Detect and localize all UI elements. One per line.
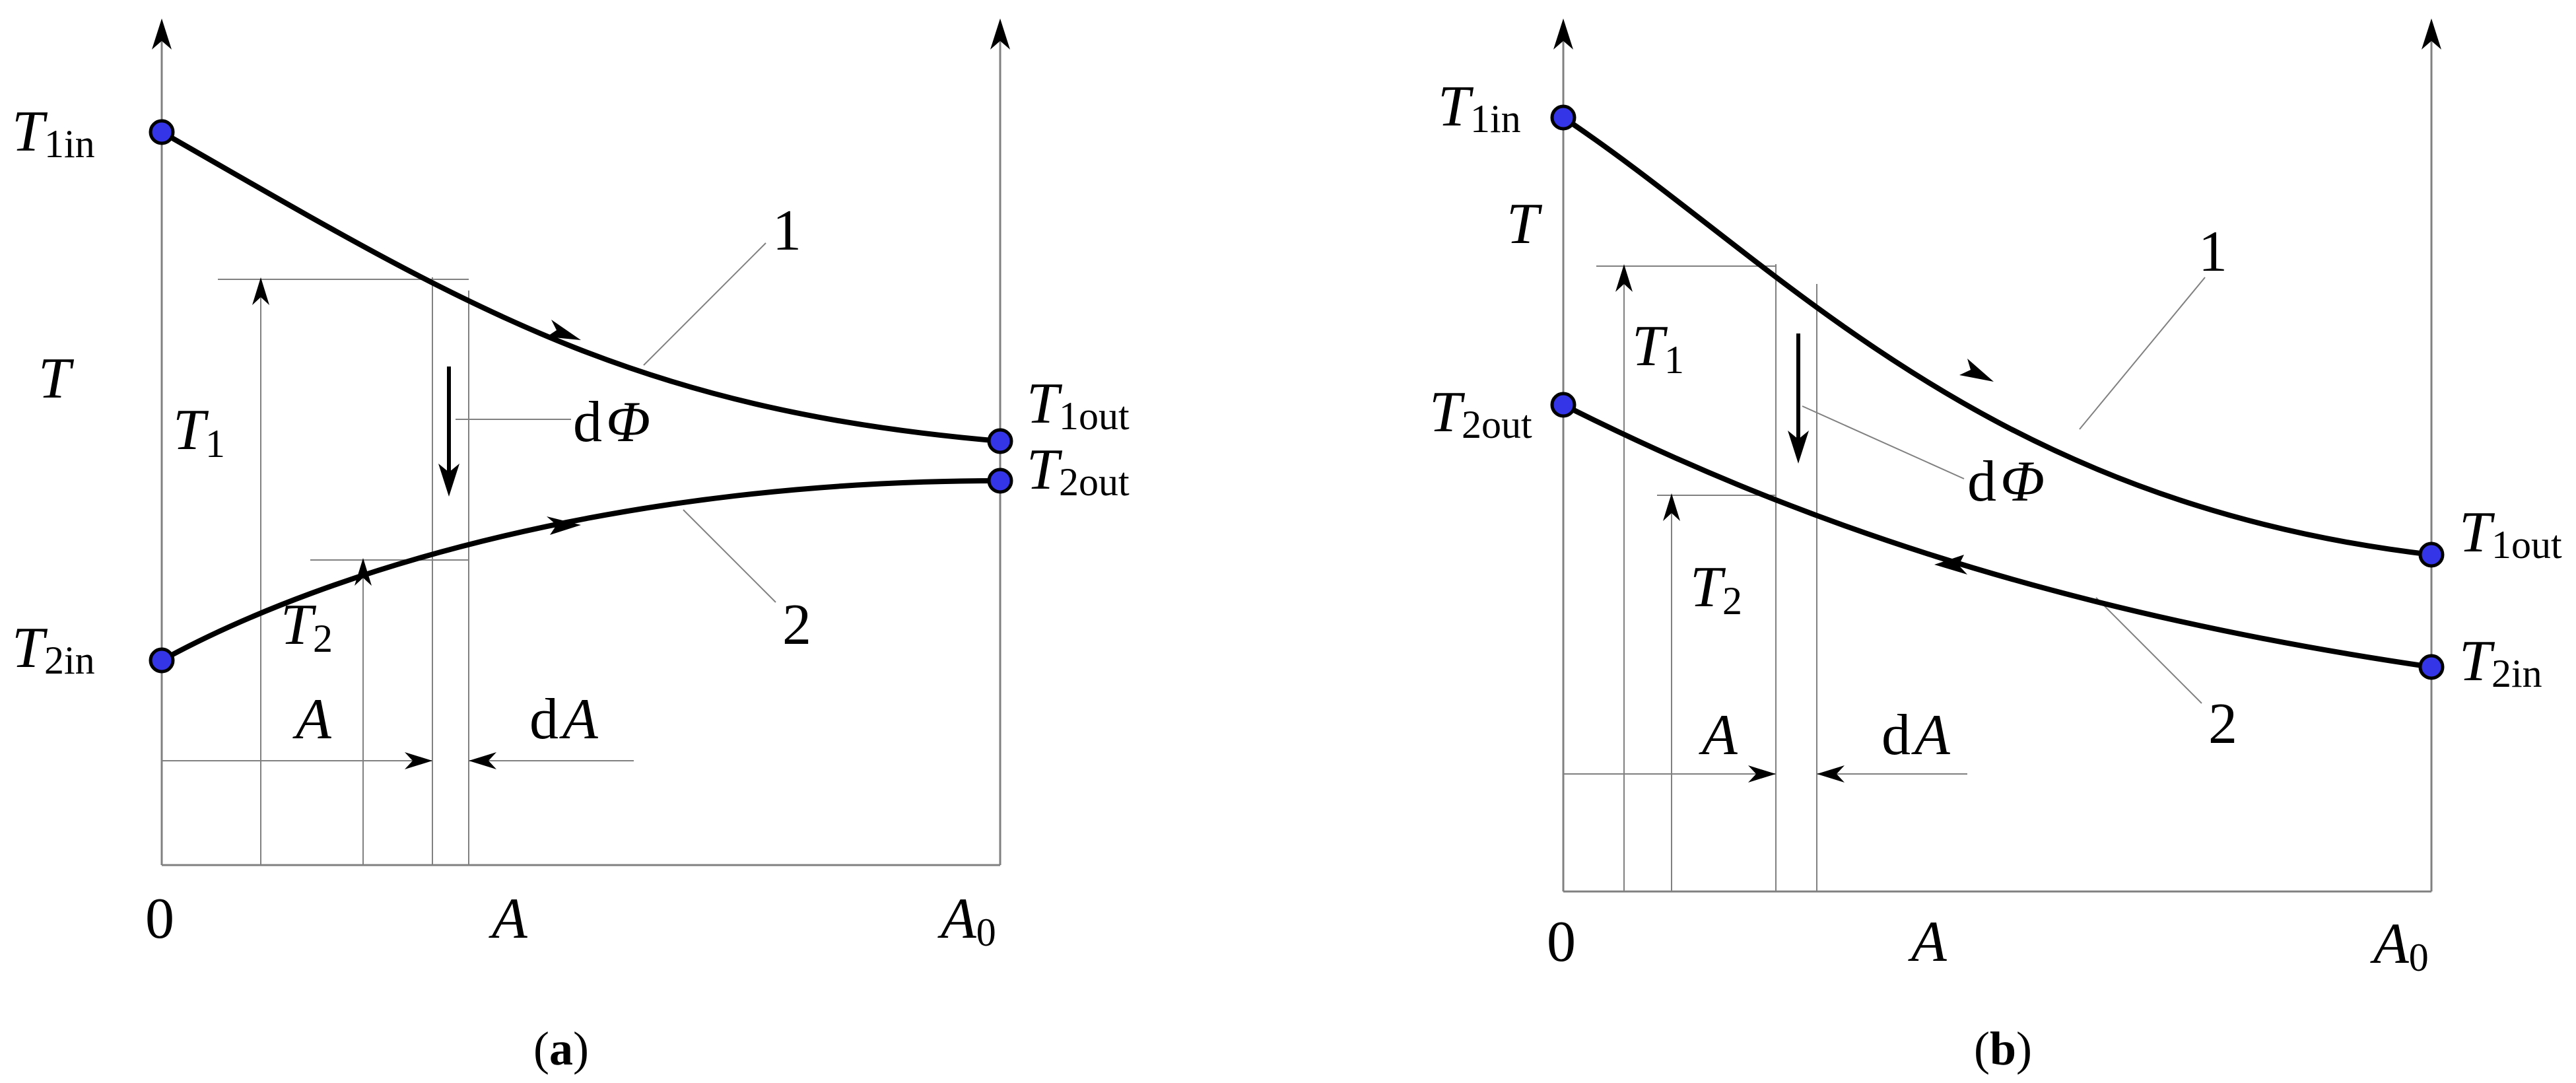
panel-b-y-axis-arrow <box>1553 18 1573 50</box>
panel-b-curve1-leader <box>2079 277 2206 430</box>
panel-a: T1in T2in T T1 T2 A dA dΦ 1 2 T1out T2ou… <box>12 18 1130 1075</box>
panel-b-t1-arrow <box>1615 264 1633 292</box>
panel-a-curve2-label: 2 <box>782 593 811 657</box>
panel-a-x-end-label: A0 <box>937 887 996 954</box>
panel-a-t2in-label: T2in <box>12 616 95 682</box>
panel-b-t1in-label: T1in <box>1438 75 1521 141</box>
panel-b: T1in T T2out T1 T2 A dA dΦ 1 2 T1out T2i… <box>1429 18 2562 1075</box>
panel-b-curve2-leader <box>2095 597 2202 704</box>
panel-a-t2out-label: T2out <box>1027 438 1130 504</box>
panel-a-point-t1in <box>149 119 175 145</box>
panel-b-t2in-label: T2in <box>2459 629 2542 695</box>
panel-b-da-label: dA <box>1881 703 1951 767</box>
panel-a-right-axis-arrow <box>990 18 1010 50</box>
panel-b-caption: (b) <box>1974 1022 2032 1075</box>
panel-b-x-axis-label: A <box>1908 910 1948 974</box>
panel-b-curve-2 <box>1562 402 2432 670</box>
panel-a-t2-label: T2 <box>281 593 333 660</box>
panel-a-curve1-leader <box>643 242 766 366</box>
panel-a-point-t1out <box>987 428 1013 454</box>
panel-a-heat-flux-arrowhead <box>438 464 459 497</box>
panel-b-x-end-label: A0 <box>2370 912 2429 979</box>
panel-b-point-t2in <box>2418 654 2445 680</box>
panel-a-t1-label: T1 <box>173 398 225 466</box>
panel-a-y-axis-label: T <box>38 347 75 411</box>
panel-b-heat-flux-arrowhead <box>1788 431 1809 464</box>
panel-a-caption: (a) <box>533 1022 589 1075</box>
panel-b-t2-label: T2 <box>1690 555 1742 623</box>
panel-a-y-axis-arrow <box>152 18 172 50</box>
panel-a-span-a-label: A <box>292 687 332 751</box>
panel-a-origin-label: 0 <box>145 887 174 951</box>
panel-b-dphi-label: dΦ <box>1967 450 2045 514</box>
panel-a-x-axis-label: A <box>489 887 528 951</box>
panel-b-da-arrow <box>1817 765 1845 783</box>
panel-b-dphi-leader <box>1802 405 1965 479</box>
panel-b-point-t1in <box>1550 104 1576 131</box>
panel-a-curve-1 <box>160 129 1001 444</box>
panel-b-t2out-label: T2out <box>1429 380 1532 446</box>
panel-a-dphi-label: dΦ <box>573 390 650 454</box>
panel-a-point-t2out <box>987 468 1013 494</box>
panel-b-curve-2-arrow <box>1934 555 1967 575</box>
panel-b-y-axis-label: T <box>1507 192 1543 256</box>
panel-a-point-t2in <box>149 647 175 674</box>
panel-b-origin-label: 0 <box>1547 910 1576 974</box>
panel-b-curve-1 <box>1561 115 2432 557</box>
panel-b-right-axis-arrow <box>2422 18 2441 50</box>
panel-b-point-t1out <box>2418 542 2445 568</box>
panel-b-curve1-label: 1 <box>2198 220 2227 284</box>
panel-b-t1-label: T1 <box>1632 314 1684 382</box>
panel-a-curve1-label: 1 <box>772 199 801 263</box>
panel-b-area-arrow <box>1748 765 1776 783</box>
panel-a-area-arrow <box>405 752 432 769</box>
panel-b-curve-1-arrow <box>1959 359 1994 382</box>
panel-a-t1-arrow <box>252 277 269 305</box>
panel-a-curve-1-arrow <box>547 320 581 340</box>
panel-b-t2-arrow <box>1663 493 1680 521</box>
panel-a-t1in-label: T1in <box>12 100 95 166</box>
panel-b-point-t2out <box>1550 392 1576 418</box>
panel-a-t1out-label: T1out <box>1027 372 1130 438</box>
panel-a-curve2-leader <box>683 509 776 603</box>
panel-a-curve-2-arrow <box>547 516 581 535</box>
panel-a-da-label: dA <box>529 687 599 751</box>
panel-b-t1out-label: T1out <box>2459 501 2562 567</box>
panel-b-curve2-label: 2 <box>2208 692 2237 756</box>
panel-b-span-a-label: A <box>1699 703 1738 767</box>
panel-a-curve-2 <box>160 478 1001 663</box>
panel-a-da-arrow <box>469 752 496 769</box>
